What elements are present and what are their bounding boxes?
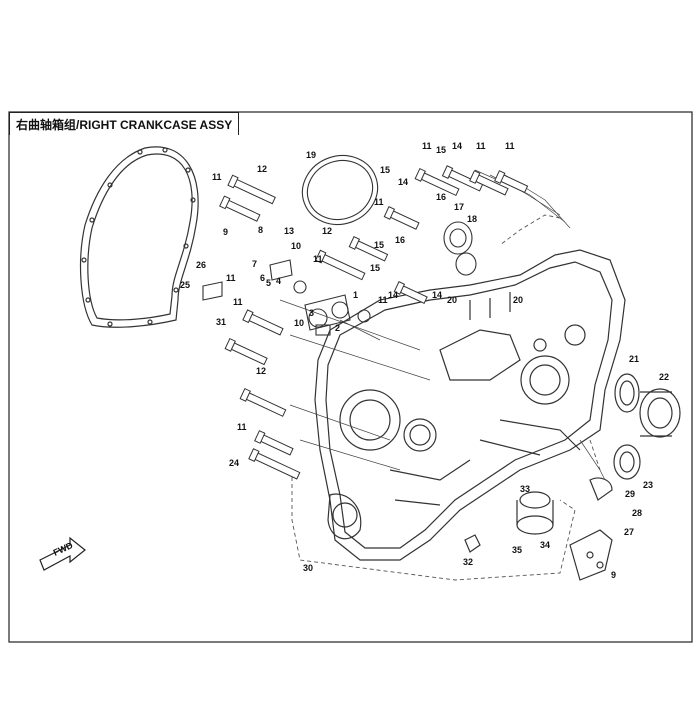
callout-12b: 12	[322, 226, 332, 236]
callout-9a: 9	[223, 227, 228, 237]
callout-11i: 11	[505, 141, 515, 151]
callout-29: 29	[625, 489, 635, 499]
callout-13: 13	[284, 226, 294, 236]
callout-21: 21	[629, 354, 639, 364]
callout-32: 32	[463, 557, 473, 567]
callout-24: 24	[229, 458, 239, 468]
callout-16b: 16	[395, 235, 405, 245]
callout-11j: 11	[378, 295, 388, 305]
gasket-illustration	[79, 146, 199, 328]
diagram-title: 右曲轴箱组/RIGHT CRANKCASE ASSY	[16, 118, 233, 132]
callout-1: 1	[353, 290, 358, 300]
callout-16a: 16	[436, 192, 446, 202]
crankcase-illustration	[314, 249, 626, 561]
callout-11e: 11	[237, 422, 247, 432]
callout-8: 8	[258, 225, 263, 235]
callout-11g: 11	[422, 141, 432, 151]
callout-30: 30	[303, 563, 313, 573]
callout-15d: 15	[370, 263, 380, 273]
callout-33: 33	[520, 484, 530, 494]
callout-14c: 14	[388, 290, 398, 300]
callout-12c: 12	[256, 366, 266, 376]
callout-14d: 14	[432, 290, 442, 300]
callout-6: 6	[260, 273, 265, 283]
callout-26: 26	[196, 260, 206, 270]
callout-11b: 11	[313, 254, 323, 264]
bolt-illustrations	[219, 165, 529, 480]
callout-15c: 15	[374, 240, 384, 250]
callout-20b: 20	[513, 295, 523, 305]
assembly-group-outline	[291, 214, 601, 581]
callout-18: 18	[467, 214, 477, 224]
callout-15a: 15	[380, 165, 390, 175]
callout-11f: 11	[374, 197, 384, 207]
callout-15b: 15	[436, 145, 446, 155]
callout-12a: 12	[257, 164, 267, 174]
callout-11a: 11	[212, 172, 222, 182]
callout-2: 2	[335, 323, 340, 333]
callout-4: 4	[276, 276, 281, 286]
title-box	[9, 112, 239, 135]
callout-31: 31	[216, 317, 226, 327]
callout-20a: 20	[447, 295, 457, 305]
callout-11h: 11	[476, 141, 486, 151]
callout-14a: 14	[398, 177, 408, 187]
callout-25: 25	[180, 280, 190, 290]
bearing-illustrations	[464, 373, 681, 581]
diagram-frame	[8, 111, 693, 643]
callout-17: 17	[454, 202, 464, 212]
callout-19: 19	[306, 150, 316, 160]
callout-34: 34	[540, 540, 550, 550]
callout-14b: 14	[452, 141, 462, 151]
callout-23: 23	[643, 480, 653, 490]
fwd-arrow: FWD	[39, 536, 86, 571]
callout-5: 5	[266, 278, 271, 288]
cover-gasket-illustration	[301, 154, 379, 226]
callout-35: 35	[512, 545, 522, 555]
callout-3: 3	[309, 308, 314, 318]
callout-11d: 11	[233, 297, 243, 307]
internal-parts-illustration	[202, 221, 477, 336]
callout-10b: 10	[294, 318, 304, 328]
callout-28: 28	[632, 508, 642, 518]
callout-10a: 10	[291, 241, 301, 251]
callout-7: 7	[252, 259, 257, 269]
callout-22: 22	[659, 372, 669, 382]
leader-lines	[279, 169, 606, 481]
callout-11c: 11	[226, 273, 236, 283]
callout-27: 27	[624, 527, 634, 537]
callout-labels: 1 2 3 4 5 6 7 8 9 9 10 10 11 11 11 11 11…	[180, 141, 669, 580]
callout-9b: 9	[611, 570, 616, 580]
